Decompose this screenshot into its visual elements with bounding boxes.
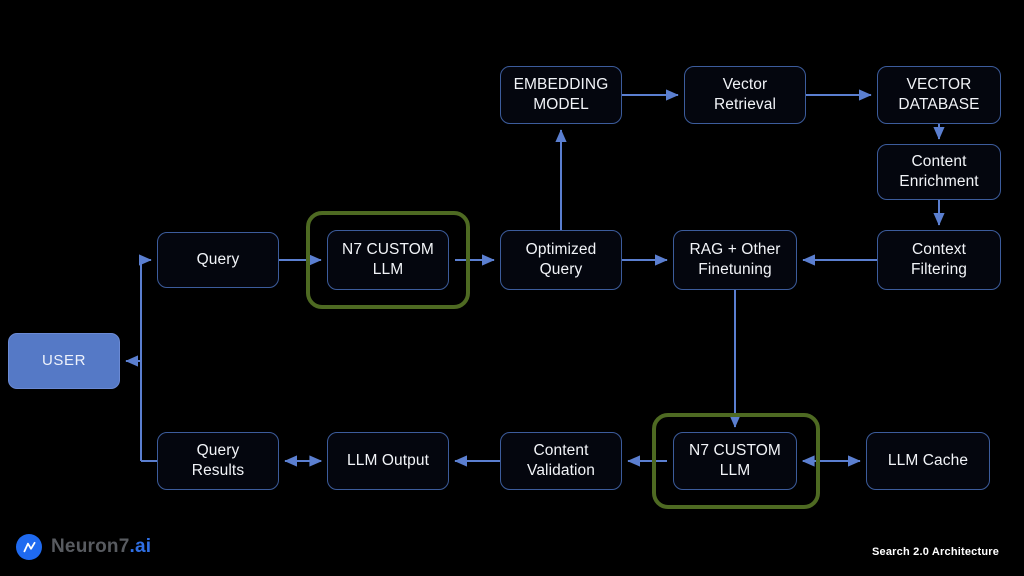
node-label-query: Query	[196, 251, 240, 269]
brand-name-text: Neuron7	[51, 536, 130, 557]
node-query[interactable]: Query	[157, 232, 279, 288]
brand-tld-text: .ai	[129, 536, 152, 557]
brand-name: Neuron7.ai	[51, 536, 151, 558]
node-label-llm_cache: LLM Cache	[887, 452, 969, 470]
neuron7-logo-icon	[16, 534, 42, 560]
node-user[interactable]: USER	[8, 333, 120, 389]
node-llm_cache[interactable]: LLM Cache	[866, 432, 990, 490]
node-label-user: USER	[41, 352, 87, 370]
node-label-llm_output: LLM Output	[347, 452, 429, 470]
node-llm_output[interactable]: LLM Output	[327, 432, 449, 490]
brand-logo: Neuron7.ai	[16, 534, 151, 560]
diagram-caption: Search 2.0 Architecture	[872, 546, 1000, 558]
connector-user-rail-to-query	[139, 254, 152, 461]
